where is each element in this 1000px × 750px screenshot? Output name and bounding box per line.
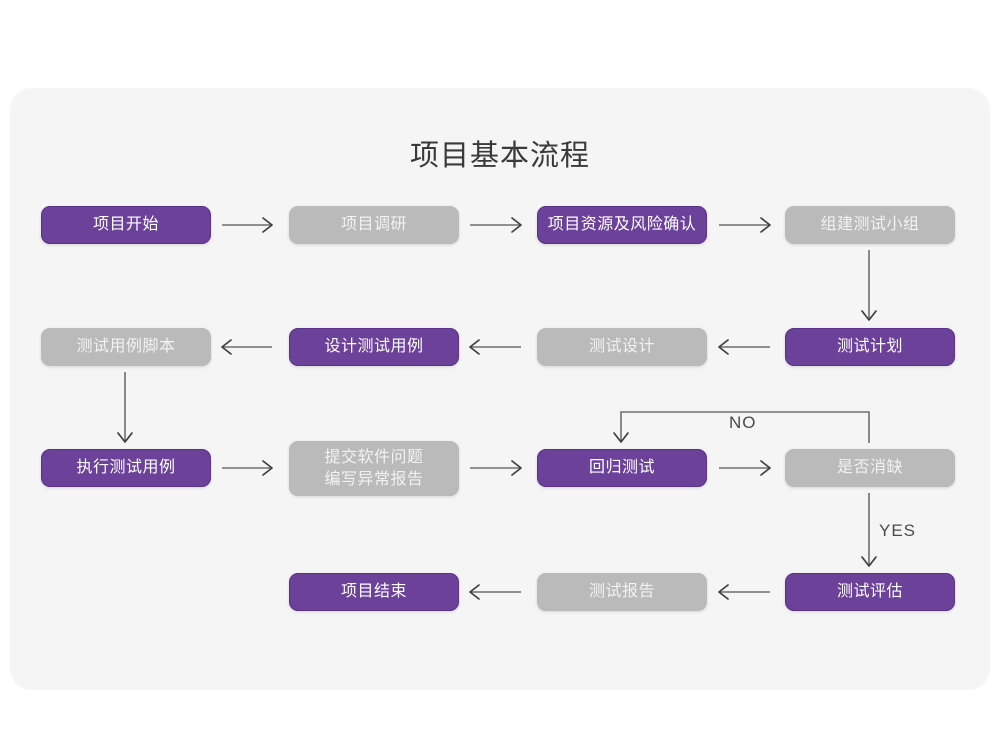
node-test-case-script[interactable]: 测试用例脚本 <box>41 328 211 366</box>
node-design-test-case[interactable]: 设计测试用例 <box>289 328 459 366</box>
node-label: 是否消缺 <box>836 459 903 476</box>
node-regression-test[interactable]: 回归测试 <box>537 449 707 487</box>
node-label: 测试评估 <box>836 583 903 600</box>
node-project-research[interactable]: 项目调研 <box>289 206 459 244</box>
node-label: 测试用例脚本 <box>76 338 176 355</box>
node-resource-risk-confirm[interactable]: 项目资源及风险确认 <box>537 206 707 244</box>
node-label: 回归测试 <box>588 459 655 476</box>
node-label: 项目结束 <box>340 583 407 600</box>
node-test-evaluation[interactable]: 测试评估 <box>785 573 955 611</box>
node-defect-resolved-decision[interactable]: 是否消缺 <box>785 449 955 487</box>
node-submit-defect-report[interactable]: 提交软件问题 编写异常报告 <box>289 441 459 496</box>
node-project-end[interactable]: 项目结束 <box>289 573 459 611</box>
node-label: 项目开始 <box>92 216 159 233</box>
node-label: 执行测试用例 <box>76 459 176 476</box>
node-label: 提交软件问题 编写异常报告 <box>324 448 424 488</box>
edge-label-yes: YES <box>879 521 917 540</box>
edge-label-no: NO <box>729 413 757 432</box>
node-form-test-team[interactable]: 组建测试小组 <box>785 206 955 244</box>
node-execute-test-case[interactable]: 执行测试用例 <box>41 449 211 487</box>
node-label: 测试报告 <box>588 583 655 600</box>
node-test-design[interactable]: 测试设计 <box>537 328 707 366</box>
node-label: 测试计划 <box>836 338 903 355</box>
node-label: 测试设计 <box>588 338 655 355</box>
node-label: 项目调研 <box>340 216 407 233</box>
node-test-plan[interactable]: 测试计划 <box>785 328 955 366</box>
node-label: 组建测试小组 <box>820 216 920 233</box>
node-label: 设计测试用例 <box>324 338 424 355</box>
page-title: 项目基本流程 <box>409 140 590 172</box>
node-test-report[interactable]: 测试报告 <box>537 573 707 611</box>
node-label: 项目资源及风险确认 <box>547 216 697 233</box>
node-project-start[interactable]: 项目开始 <box>41 206 211 244</box>
